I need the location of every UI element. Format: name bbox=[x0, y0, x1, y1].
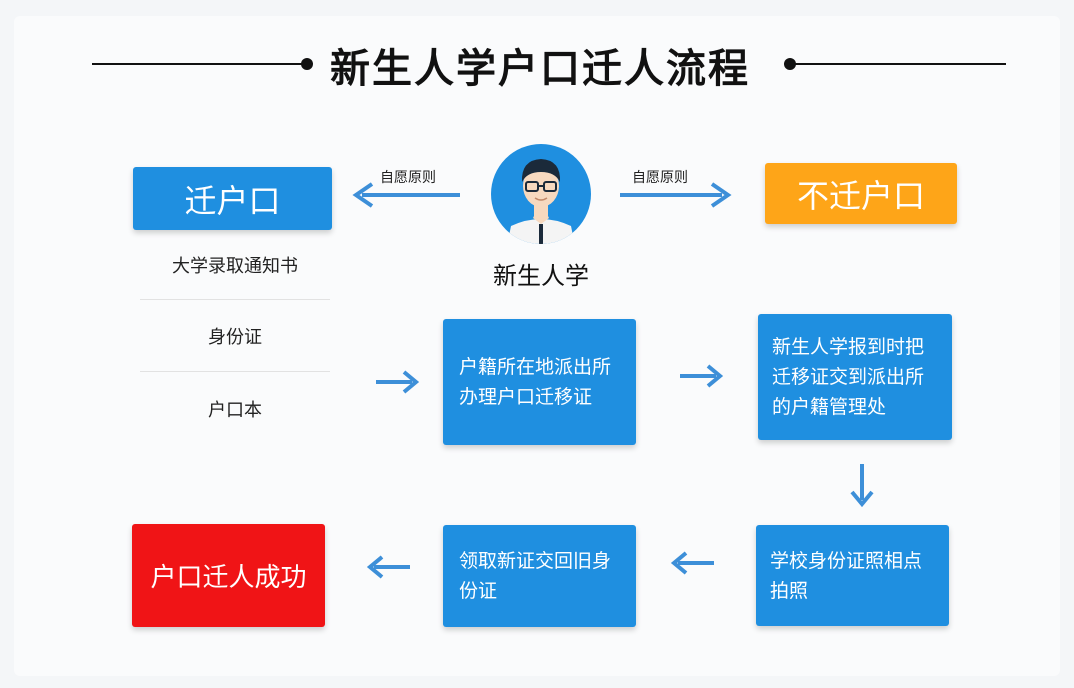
title-dot-left bbox=[301, 58, 313, 70]
step2-box: 新生人学报到时把迁移证交到派出所的户籍管理处 bbox=[758, 314, 952, 440]
arrow-to-nomove bbox=[620, 182, 732, 208]
title-dot-right bbox=[784, 58, 796, 70]
step4-text: 领取新证交回旧身份证 bbox=[459, 550, 612, 602]
arrow-step2-to-step3 bbox=[850, 464, 874, 508]
arrow-step4-to-success bbox=[366, 555, 410, 579]
arrow-docs-to-step1 bbox=[376, 370, 420, 394]
doc-hukou-book: 户口本 bbox=[208, 400, 262, 421]
doc-id-card: 身份证 bbox=[208, 327, 262, 348]
title-line-left bbox=[92, 63, 307, 65]
diagram-title: 新生人学户口迁人流程 bbox=[330, 46, 750, 92]
arrow-to-move bbox=[352, 182, 460, 208]
doc-divider bbox=[140, 371, 330, 372]
step2-text: 新生人学报到时把迁移证交到派出所的户籍管理处 bbox=[772, 336, 925, 418]
move-hukou-box: 迁户口 bbox=[133, 167, 332, 230]
doc-admission-letter: 大学录取通知书 bbox=[172, 256, 298, 277]
title-line-right bbox=[792, 63, 1006, 65]
principle-left-label: 自愿原则 bbox=[380, 170, 436, 186]
principle-right-label: 自愿原则 bbox=[632, 170, 688, 186]
step3-text: 学校身份证照相点拍照 bbox=[770, 549, 923, 602]
step1-box: 户籍所在地派出所办理户口迁移证 bbox=[443, 319, 636, 445]
step3-box: 学校身份证照相点拍照 bbox=[756, 525, 949, 626]
success-box: 户口迁人成功 bbox=[132, 524, 325, 627]
arrow-step3-to-step4 bbox=[670, 551, 714, 575]
step4-box: 领取新证交回旧身份证 bbox=[443, 525, 636, 627]
arrow-step1-to-step2 bbox=[680, 364, 724, 388]
student-avatar-icon bbox=[491, 144, 591, 244]
doc-divider bbox=[140, 299, 330, 300]
step1-text: 户籍所在地派出所办理户口迁移证 bbox=[459, 356, 612, 408]
no-move-hukou-box: 不迁户口 bbox=[765, 163, 957, 224]
student-label: 新生人学 bbox=[493, 262, 589, 290]
